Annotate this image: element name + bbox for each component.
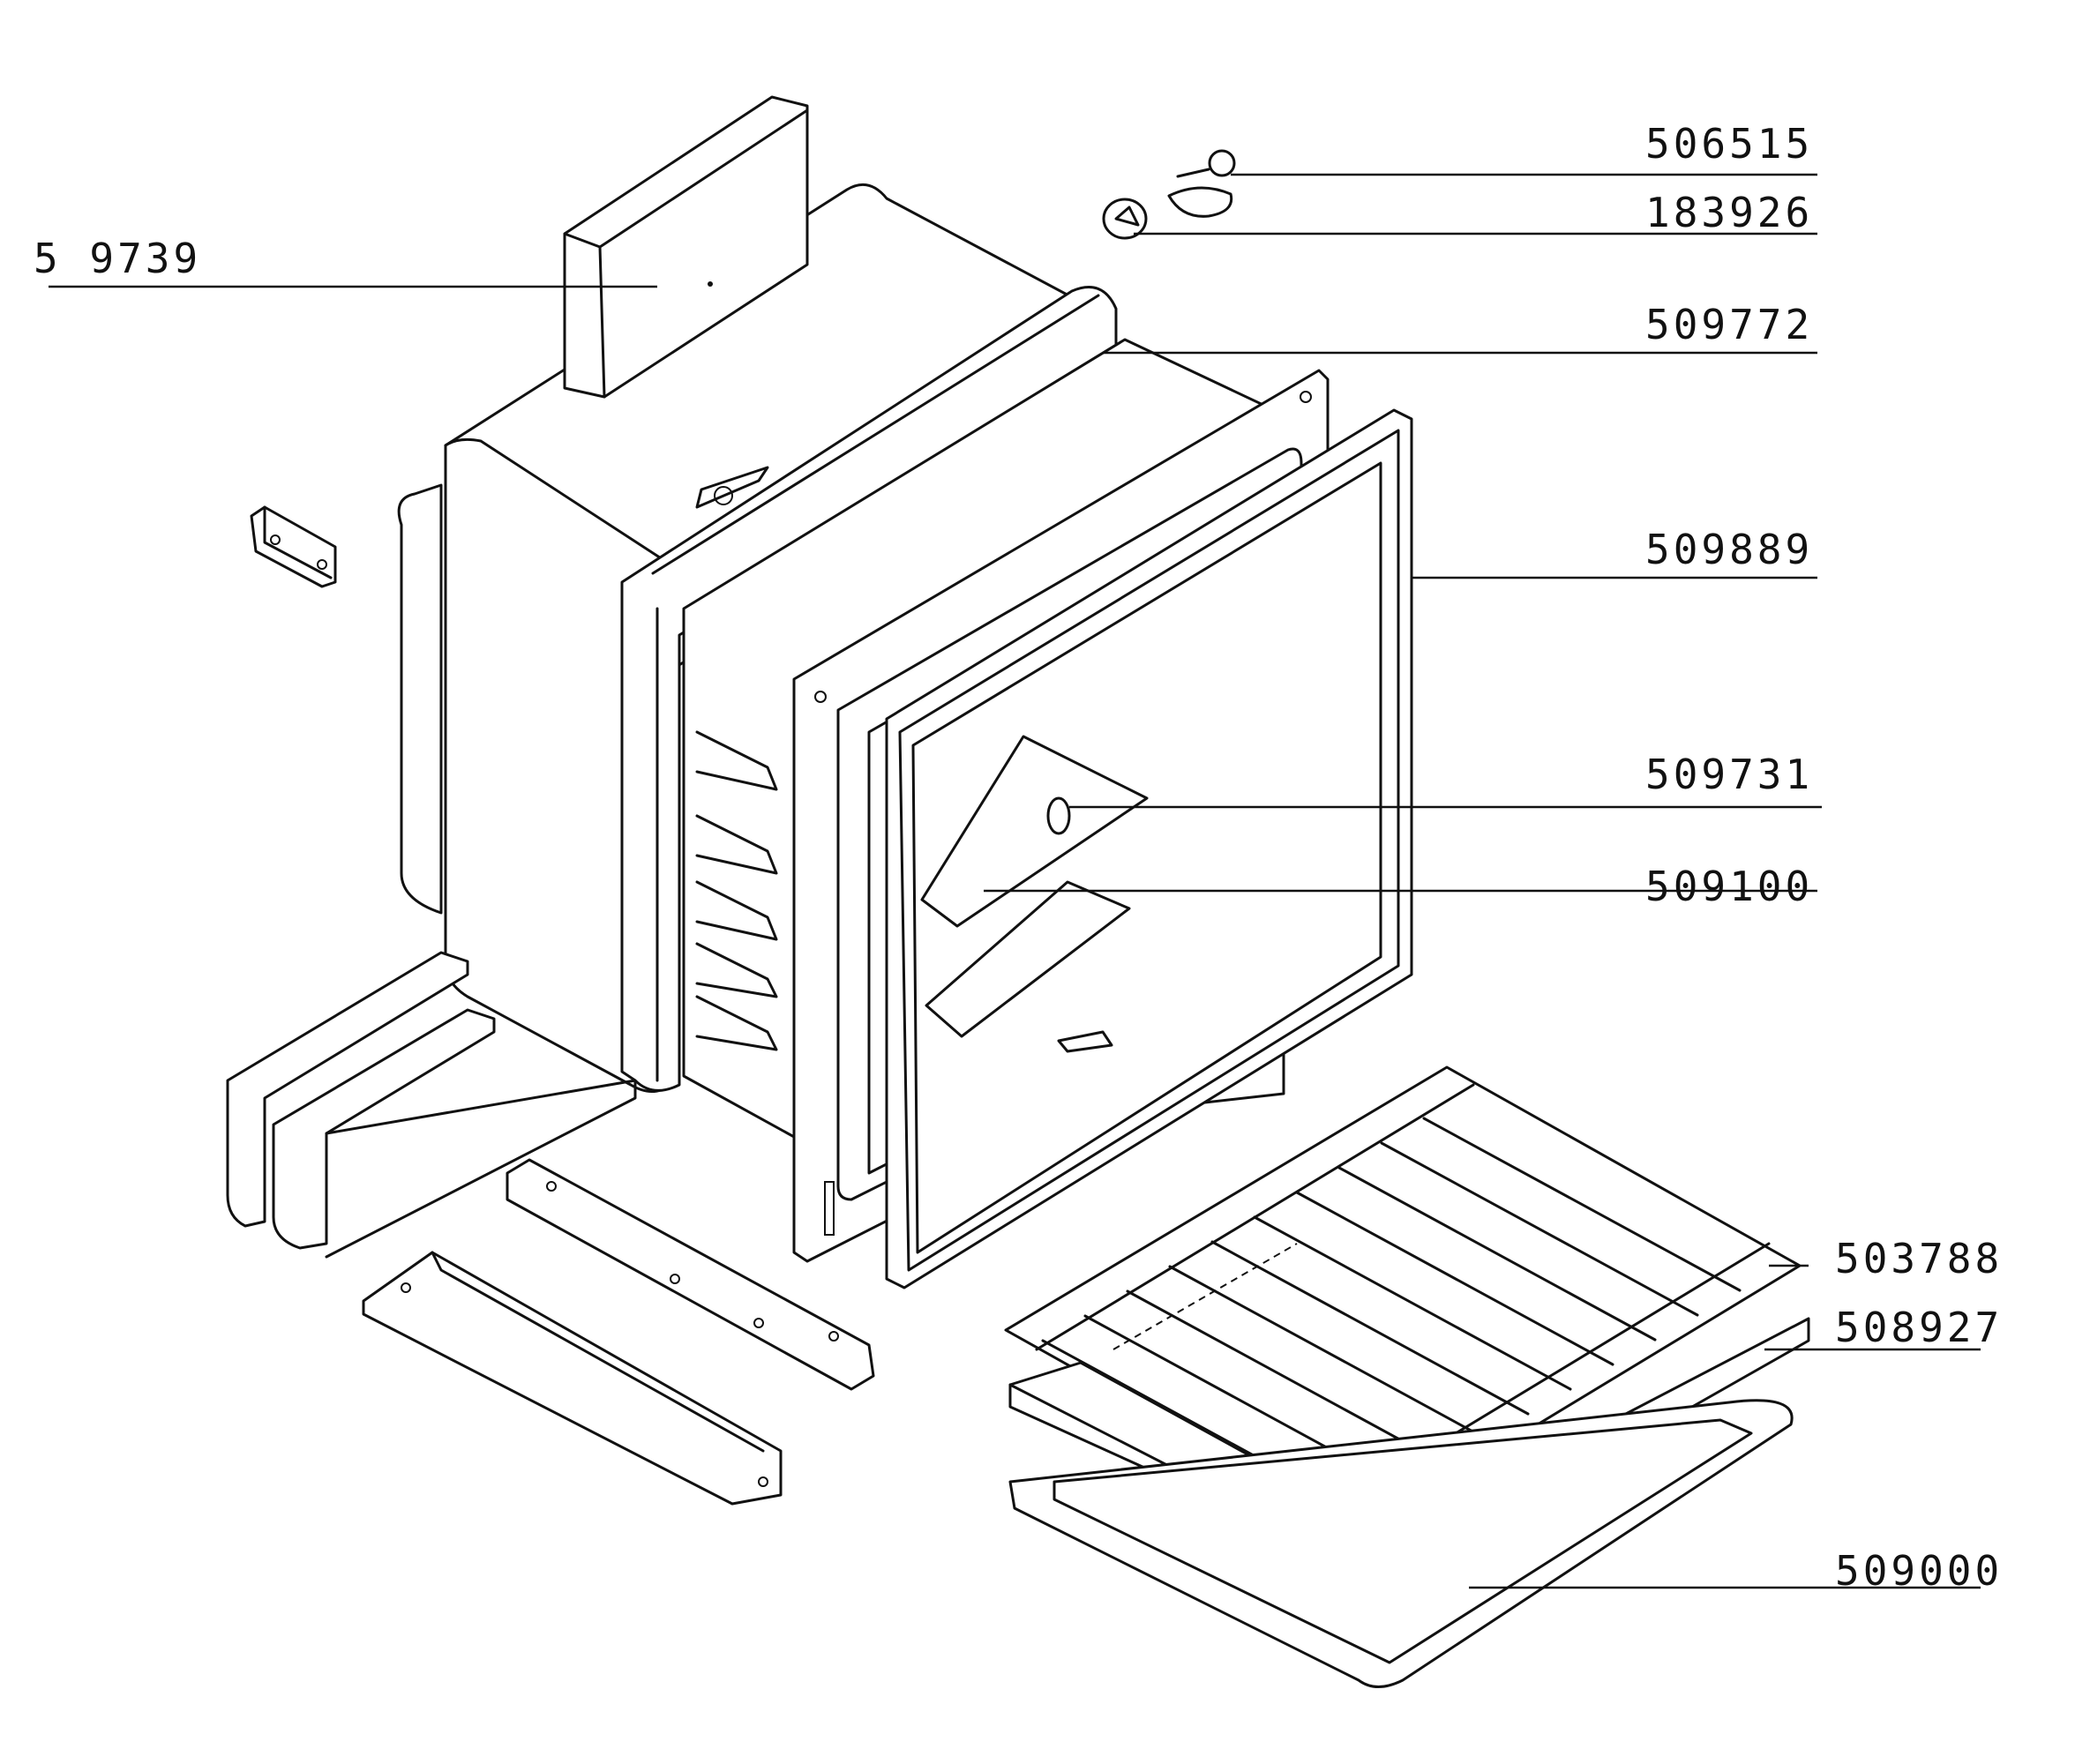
part-label: 506515 — [1645, 120, 1814, 168]
bulb-assembly — [1102, 149, 1236, 240]
part-label: 508927 — [1835, 1304, 2004, 1351]
support-rails — [362, 1158, 875, 1506]
part-label: 503788 — [1835, 1235, 2004, 1282]
leader-lines — [49, 173, 1981, 1589]
part-label: 5 9739 — [34, 235, 202, 282]
door-seal — [885, 408, 1413, 1289]
part-label: 183926 — [1645, 189, 1814, 236]
oven-lamp — [1046, 796, 1071, 835]
top-vent-cover — [563, 95, 809, 399]
part-label: 509889 — [1645, 526, 1814, 573]
base-plinth — [226, 951, 637, 1259]
part-label: 509100 — [1645, 863, 1814, 910]
drip-pan — [1008, 1399, 1794, 1688]
shelf-tray — [920, 735, 1149, 1053]
part-label: 509000 — [1835, 1547, 2004, 1595]
side-bracket — [250, 505, 337, 588]
part-label: 509731 — [1645, 751, 1814, 798]
part-label: 509772 — [1645, 301, 1814, 348]
oven-housing — [397, 183, 1118, 1093]
